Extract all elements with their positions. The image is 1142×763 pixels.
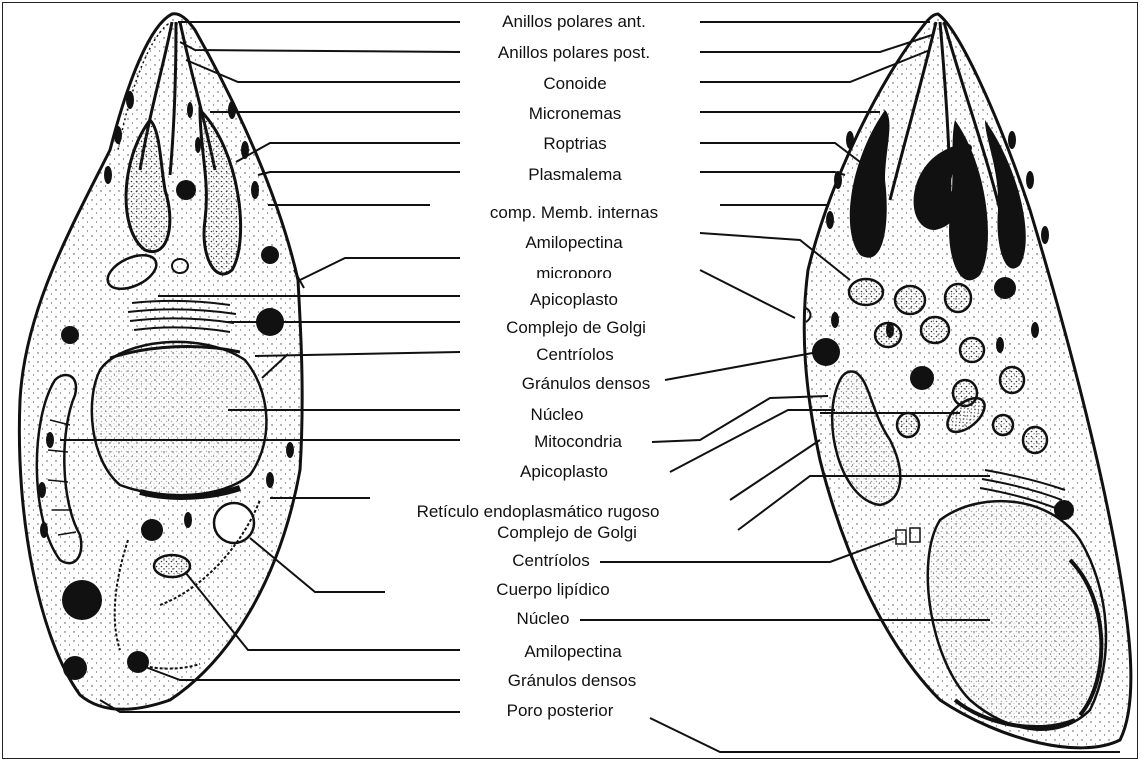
- label-complejo-membranas-internas: comp. Memb. internas: [490, 203, 658, 223]
- right-cell: [804, 14, 1131, 748]
- label-centriolos-top: Centríolos: [536, 345, 613, 365]
- label-granulos-densos-top: Gránulos densos: [522, 374, 651, 394]
- label-amilopectina-bottom: Amilopectina: [524, 642, 621, 662]
- label-cuerpo-lipidico: Cuerpo lipídico: [496, 580, 609, 600]
- label-roptrias: Roptrias: [543, 134, 606, 154]
- label-apicoplasto-top: Apicoplasto: [530, 290, 618, 310]
- label-reticulo-endoplasmatico-rugoso: Retículo endoplasmático rugoso: [417, 502, 660, 522]
- label-amilopectina-top: Amilopectina: [525, 233, 622, 253]
- label-poro-posterior: Poro posterior: [507, 701, 614, 721]
- left-cell: [19, 14, 304, 710]
- label-anillos-polares-ant: Anillos polares ant.: [502, 12, 646, 32]
- label-centriolos-bottom: Centríolos: [512, 551, 589, 571]
- label-anillos-polares-post: Anillos polares post.: [498, 43, 650, 63]
- label-granulos-densos-bottom: Gránulos densos: [508, 671, 637, 691]
- label-complejo-golgi-bottom: Complejo de Golgi: [497, 523, 637, 543]
- label-micronemas: Micronemas: [529, 104, 622, 124]
- left-nucleus: [92, 342, 267, 495]
- label-apicoplasto-bottom: Apicoplasto: [520, 462, 608, 482]
- label-mitocondria: Mitocondria: [534, 432, 622, 452]
- label-microporo: microporo: [536, 264, 612, 278]
- label-conoide: Conoide: [543, 74, 606, 94]
- label-plasmalema: Plasmalema: [528, 165, 622, 185]
- label-complejo-golgi-top: Complejo de Golgi: [506, 318, 646, 338]
- label-nucleo-bottom: Núcleo: [517, 609, 570, 629]
- label-nucleo-top: Núcleo: [531, 405, 584, 425]
